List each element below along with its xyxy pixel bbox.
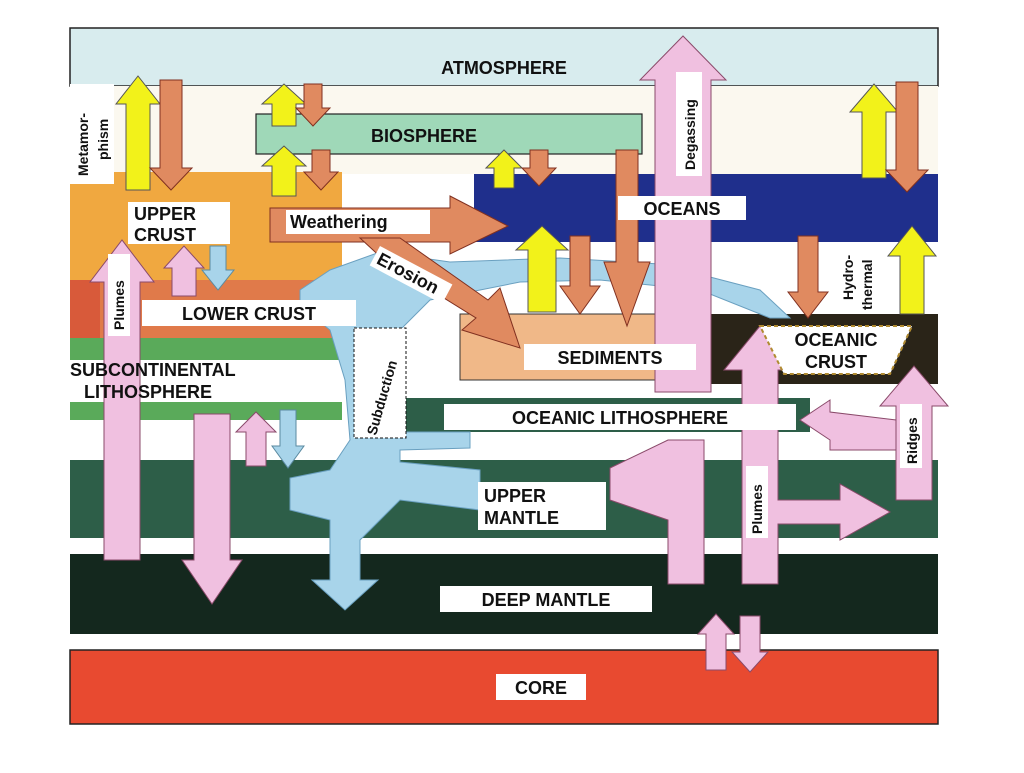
metamorphism-label-1: Metamor- xyxy=(75,113,91,176)
ridges-return xyxy=(799,399,897,451)
oceanic-crust-label-1: OCEANIC xyxy=(794,330,877,350)
salmon-down-arrows xyxy=(148,79,930,328)
yellow-up-1 xyxy=(260,83,308,127)
lower-crust-left-band xyxy=(70,280,100,338)
subduction-flow xyxy=(289,251,792,611)
blue-down-crust xyxy=(200,245,236,291)
down-bio-ocean-2 xyxy=(603,149,651,328)
downwelling-left xyxy=(181,413,243,605)
metamorphism-arrow xyxy=(114,75,162,191)
subcontinental-label-1: SUBCONTINENTAL xyxy=(70,360,236,380)
blue-down-arrows xyxy=(200,245,305,469)
yellow-up-hydrothermal xyxy=(886,225,938,315)
upper-crust-label-2: CRUST xyxy=(134,225,196,245)
down-ocean-sediments xyxy=(559,235,601,315)
down-atm-crust xyxy=(148,79,194,191)
subcontinental-label-2: LITHOSPHERE xyxy=(84,382,212,402)
ridges-label: Ridges xyxy=(904,417,920,464)
yellow-arrows xyxy=(114,75,938,315)
core-label: CORE xyxy=(515,678,567,698)
weathering-label: Weathering xyxy=(290,212,388,232)
core-down-arrow xyxy=(730,615,770,673)
metamorphism-label-2: phism xyxy=(95,119,111,160)
biosphere-label: BIOSPHERE xyxy=(371,126,477,146)
down-atm-bio xyxy=(294,83,332,127)
down-hydrothermal xyxy=(786,235,830,319)
blue-down-lith xyxy=(271,409,305,469)
labels: ATMOSPHERE BIOSPHERE OCEANS UPPER CRUST … xyxy=(70,54,922,700)
hydrothermal-label-2: thermal xyxy=(859,259,875,310)
degassing-label: Degassing xyxy=(682,99,698,170)
white-gap-2 xyxy=(70,538,938,554)
plume-up-small xyxy=(162,245,206,297)
oceanic-crust-label-2: CRUST xyxy=(805,352,867,372)
plumes-left-label: Plumes xyxy=(111,280,127,330)
down-bio-ocean-1 xyxy=(520,149,558,187)
core-up-arrow xyxy=(696,613,736,671)
lower-crust-label: LOWER CRUST xyxy=(182,304,316,324)
up-arrow-small-left xyxy=(234,411,278,467)
atmosphere-label: ATMOSPHERE xyxy=(441,58,567,78)
upper-mantle-label-2: MANTLE xyxy=(484,508,559,528)
plumes-left-arrow xyxy=(88,239,156,561)
yellow-up-sediments xyxy=(514,225,570,313)
yellow-up-right-top xyxy=(848,83,900,179)
yellow-up-3 xyxy=(484,149,524,189)
oceans-label: OCEANS xyxy=(643,199,720,219)
yellow-up-2 xyxy=(260,145,308,197)
upper-mantle-label-1: UPPER xyxy=(484,486,546,506)
down-bio-crust xyxy=(302,149,340,191)
white-gap-3 xyxy=(70,634,938,650)
plumes-right-label: Plumes xyxy=(749,484,765,534)
down-atm-ocean-right xyxy=(884,81,930,193)
deep-mantle-label: DEEP MANTLE xyxy=(482,590,611,610)
mantle-branch xyxy=(609,439,705,585)
sediments-label: SEDIMENTS xyxy=(557,348,662,368)
oceanic-lithosphere-label: OCEANIC LITHOSPHERE xyxy=(512,408,728,428)
hydrothermal-label-1: Hydro- xyxy=(840,255,856,300)
upper-crust-label-1: UPPER xyxy=(134,204,196,224)
